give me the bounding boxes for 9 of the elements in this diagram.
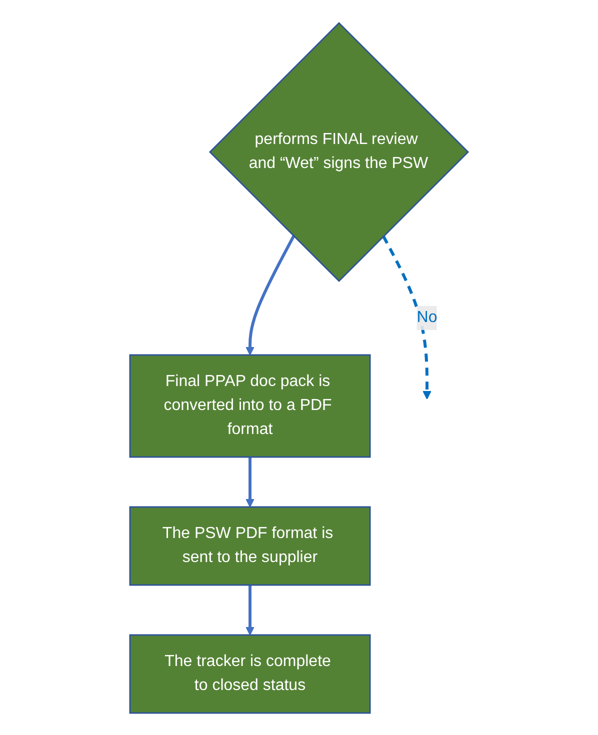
node-box: Final PPAP doc pack is converted into to a PDF format xyxy=(129,354,371,458)
node-box: The PSW PDF format is sent to the supplier xyxy=(129,506,371,586)
arrow xyxy=(246,456,254,507)
arrow xyxy=(382,234,432,399)
edge-label: No xyxy=(416,308,438,326)
node-box: The tracker is complete to closed status xyxy=(129,634,371,714)
node-diamond: performs FINAL review and “Wet” signs the PSW xyxy=(208,21,470,282)
arrow xyxy=(246,234,295,355)
arrow xyxy=(246,584,254,635)
